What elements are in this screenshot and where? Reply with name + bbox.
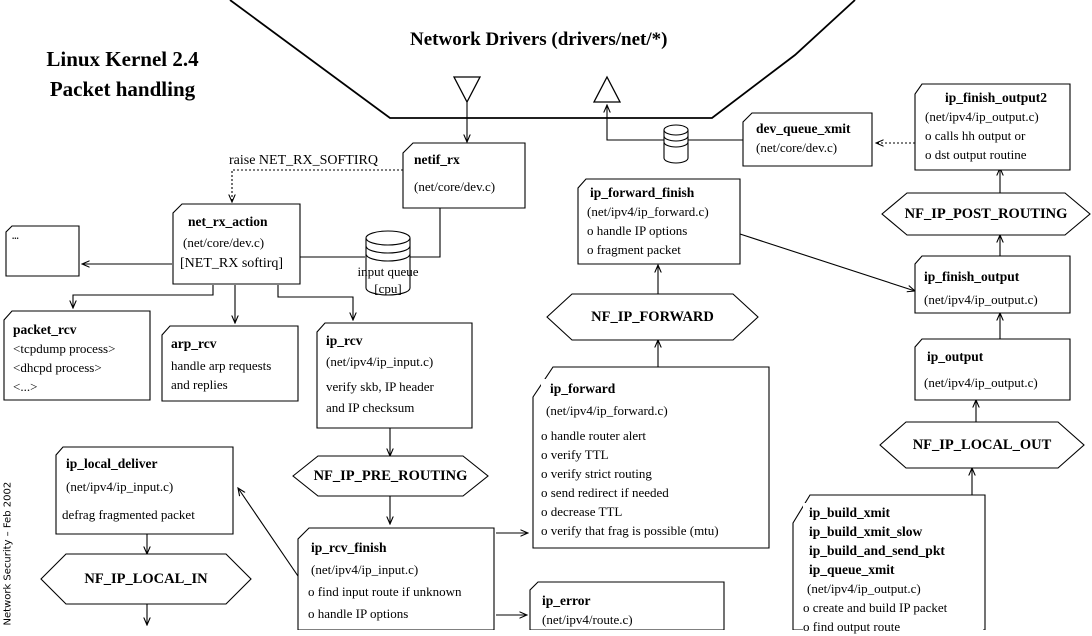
box-line: <tcpdump process>: [13, 341, 116, 356]
box-line: (net/ipv4/ip_forward.c): [587, 204, 709, 219]
box-net-rx-action[interactable]: net_rx_action (net/core/dev.c) [NET_RX s…: [180, 211, 298, 274]
box-line: o verify TTL: [541, 447, 609, 462]
box-title: ip_finish_output2: [944, 90, 1048, 105]
box-line: (net/ipv4/ip_input.c): [311, 562, 419, 577]
box-line: o calls hh output or: [925, 128, 1026, 143]
box-title: arp_rcv: [171, 336, 217, 351]
diagram-title: Linux Kernel 2.4 Packet handling: [20, 44, 225, 104]
box-title: ip_output: [927, 349, 984, 364]
box-title: ip_rcv_finish: [311, 540, 387, 555]
box-title: ip_forward_finish: [590, 185, 695, 200]
box-ip-output[interactable]: ip_output (net/ipv4/ip_output.c): [924, 344, 1068, 396]
hook-forward[interactable]: NF_IP_FORWARD: [591, 308, 714, 325]
hook-outline-local-in: [40, 553, 252, 605]
box-line: o verify strict routing: [541, 466, 652, 481]
box-line: o handle IP options: [587, 223, 688, 238]
box-ellipsis[interactable]: ...: [12, 231, 72, 241]
side-credit: Network Security – Feb 2002: [2, 481, 14, 626]
box-line: (net/core/dev.c): [756, 140, 838, 155]
hook-outline-pre-routing: [292, 455, 489, 497]
hook-outline-post-routing: [881, 192, 1091, 236]
box-title: ...: [12, 231, 19, 241]
softirq-label: raise NET_RX_SOFTIRQ: [229, 153, 378, 168]
box-ip-build[interactable]: ip_build_xmit ip_build_xmit_slow ip_buil…: [803, 503, 983, 636]
network-drivers-label: Network Drivers (drivers/net/*): [410, 29, 668, 50]
box-line: handle arp requests: [171, 358, 272, 373]
box-title: ip_finish_output: [924, 269, 1020, 284]
box-title: ip_error: [542, 593, 591, 608]
box-line: (net/ipv4/ip_output.c): [925, 109, 1039, 124]
box-line: <dhcpd process>: [13, 360, 102, 375]
box-title: net_rx_action: [188, 214, 268, 229]
box-line: (net/ipv4/ip_input.c): [66, 479, 174, 494]
box-line: (net/core/dev.c): [183, 235, 265, 250]
box-line: o create and build IP packet: [803, 600, 948, 615]
box-line: (net/ipv4/ip_input.c): [326, 354, 434, 369]
box-title: dev_queue_xmit: [756, 121, 851, 136]
box-title: ip_queue_xmit: [809, 562, 895, 577]
box-line: and replies: [171, 377, 228, 392]
output-queue-cylinder-icon: [663, 124, 689, 164]
box-ip-rcv-finish[interactable]: ip_rcv_finish (net/ipv4/ip_input.c) o fi…: [308, 537, 492, 625]
hook-local-in[interactable]: NF_IP_LOCAL_IN: [84, 570, 208, 587]
box-line: and IP checksum: [326, 400, 415, 415]
title-line-1: Linux Kernel 2.4: [46, 47, 199, 71]
box-line: (net/ipv4/ip_output.c): [807, 581, 921, 596]
box-title: netif_rx: [414, 152, 460, 167]
hook-local-out[interactable]: NF_IP_LOCAL_OUT: [912, 436, 1052, 453]
box-line: <...>: [13, 379, 38, 394]
title-line-2: Packet handling: [49, 77, 196, 101]
box-line: [NET_RX softirq]: [180, 256, 284, 271]
box-title: packet_rcv: [13, 322, 77, 337]
box-line: (net/ipv4/ip_output.c): [924, 375, 1038, 390]
tx-triangle-icon: [592, 75, 622, 103]
input-queue-line-1: input queue: [357, 264, 419, 279]
box-packet-rcv[interactable]: packet_rcv <tcpdump process> <dhcpd proc…: [13, 320, 148, 396]
box-ip-forward[interactable]: ip_forward (net/ipv4/ip_forward.c) o han…: [541, 379, 767, 540]
box-line: o decrease TTL: [541, 504, 623, 519]
box-title: ip_forward: [550, 381, 616, 396]
box-line: defrag fragmented packet: [62, 507, 195, 522]
hook-post-routing[interactable]: NF_IP_POST_ROUTING: [904, 205, 1068, 222]
box-title: ip_rcv: [326, 333, 363, 348]
input-queue-cylinder-icon: [365, 230, 411, 296]
box-line: (net/ipv4/ip_output.c): [924, 292, 1038, 307]
box-line: o handle router alert: [541, 428, 647, 443]
box-ip-local-deliver[interactable]: ip_local_deliver (net/ipv4/ip_input.c) d…: [62, 455, 231, 529]
box-line: o find output route: [803, 619, 901, 634]
box-ip-forward-finish[interactable]: ip_forward_finish (net/ipv4/ip_forward.c…: [587, 183, 737, 259]
box-netif-rx[interactable]: netif_rx (net/core/dev.c): [414, 150, 522, 196]
box-line: o send redirect if needed: [541, 485, 669, 500]
box-ip-rcv[interactable]: ip_rcv (net/ipv4/ip_input.c) verify skb,…: [326, 330, 468, 418]
box-ip-finish-output2[interactable]: ip_finish_output2 (net/ipv4/ip_output.c)…: [925, 88, 1067, 164]
box-title: ip_build_xmit_slow: [809, 524, 923, 539]
box-line: o dst output routine: [925, 147, 1027, 162]
box-ip-error[interactable]: ip_error (net/ipv4/route.c): [542, 591, 722, 629]
box-arp-rcv[interactable]: arp_rcv handle arp requests and replies: [171, 334, 295, 394]
hook-outline-forward: [546, 293, 759, 341]
box-line: o handle IP options: [308, 606, 409, 621]
hook-pre-routing[interactable]: NF_IP_PRE_ROUTING: [313, 467, 468, 484]
box-line: verify skb, IP header: [326, 379, 434, 394]
box-line: (net/ipv4/ip_forward.c): [546, 403, 668, 418]
box-title: ip_local_deliver: [66, 456, 158, 471]
box-dev-queue-xmit[interactable]: dev_queue_xmit (net/core/dev.c): [756, 119, 870, 157]
box-line: o fragment packet: [587, 242, 681, 257]
input-queue-label: input queue [cpu]: [350, 263, 426, 297]
box-title: ip_build_and_send_pkt: [809, 543, 945, 558]
box-title: ip_build_xmit: [809, 505, 891, 520]
rx-triangle-icon: [452, 76, 482, 104]
driver-boundary: [229, 0, 856, 119]
box-line: o find input route if unknown: [308, 584, 462, 599]
box-line: (net/core/dev.c): [414, 179, 496, 194]
input-queue-line-2: [cpu]: [374, 281, 402, 296]
hook-outline-local-out: [879, 421, 1085, 469]
box-line: (net/ipv4/route.c): [542, 612, 633, 627]
box-line: o verify that frag is possible (mtu): [541, 523, 719, 538]
box-ip-finish-output[interactable]: ip_finish_output (net/ipv4/ip_output.c): [924, 265, 1068, 311]
